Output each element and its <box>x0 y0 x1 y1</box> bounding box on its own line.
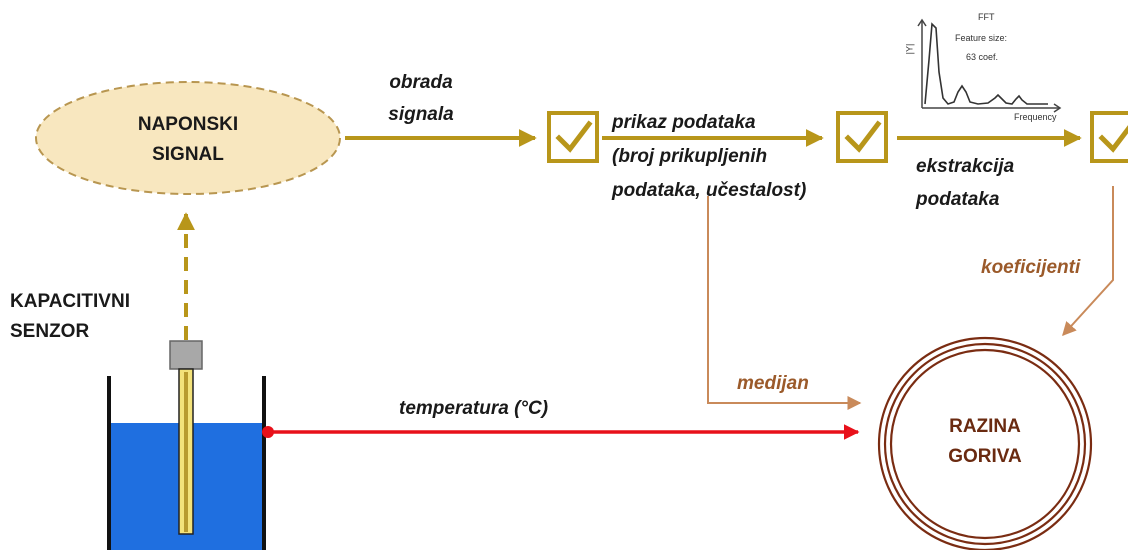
fft-feature-size: Feature size: <box>955 33 1008 43</box>
data-display-line-1: prikaz podataka <box>612 112 756 133</box>
checkmark-icon <box>555 120 593 153</box>
checkmark-icon <box>844 120 882 153</box>
check-box-3 <box>1090 111 1128 163</box>
voltage-signal-line-1: NAPONSKI <box>137 114 239 135</box>
fft-x-axis-label: Frequency <box>1014 112 1057 122</box>
temperature-source-dot <box>262 426 274 438</box>
sensor-label: KAPACITIVNI SENZOR <box>10 287 130 347</box>
coefficients-label: koeficijenti <box>981 257 1081 278</box>
fft-y-axis-label: |Y| <box>904 43 915 55</box>
median-label: medijan <box>737 373 809 394</box>
signal-processing-line-2: signala <box>388 104 454 125</box>
check-box-2 <box>836 111 888 163</box>
fuel-level-line-1: RAZINA <box>949 416 1021 437</box>
data-display-label: prikaz podataka (broj prikupljenih podat… <box>612 106 806 208</box>
fuel-level-label: RAZINA GORIVA <box>925 412 1045 472</box>
signal-processing-line-1: obrada <box>389 72 453 93</box>
fft-coef-count: 63 coef. <box>966 52 999 62</box>
fft-inset-chart <box>917 18 1062 113</box>
sensor-line-1: KAPACITIVNI <box>10 291 130 312</box>
fuel-level-line-2: GORIVA <box>948 446 1022 467</box>
voltage-signal-line-2: SIGNAL <box>152 144 224 165</box>
data-display-line-2: (broj prikupljenih <box>612 146 768 167</box>
sensor-line-2: SENZOR <box>10 321 90 342</box>
coefficients-arrow <box>1062 186 1114 337</box>
check-box-1 <box>547 111 599 163</box>
voltage-signal-label: NAPONSKI SIGNAL <box>108 110 268 170</box>
median-arrow <box>707 196 862 410</box>
data-extraction-line-1: ekstrakcija <box>916 156 1015 177</box>
checkmark-icon <box>1098 125 1128 153</box>
data-display-line-3: podataka, učestalost) <box>612 180 807 201</box>
signal-processing-label: obrada signala <box>378 67 464 131</box>
capacitive-probe <box>169 340 203 535</box>
fft-spectrum-curve <box>924 22 1048 105</box>
voltage-signal-node <box>35 81 341 195</box>
temperature-label: temperatura (°C) <box>399 398 549 419</box>
fft-title: FFT <box>978 12 995 22</box>
data-extraction-label: ekstrakcija podataka <box>916 150 1014 216</box>
fuel-level-node <box>877 336 1093 550</box>
data-extraction-line-2: podataka <box>916 189 1000 210</box>
